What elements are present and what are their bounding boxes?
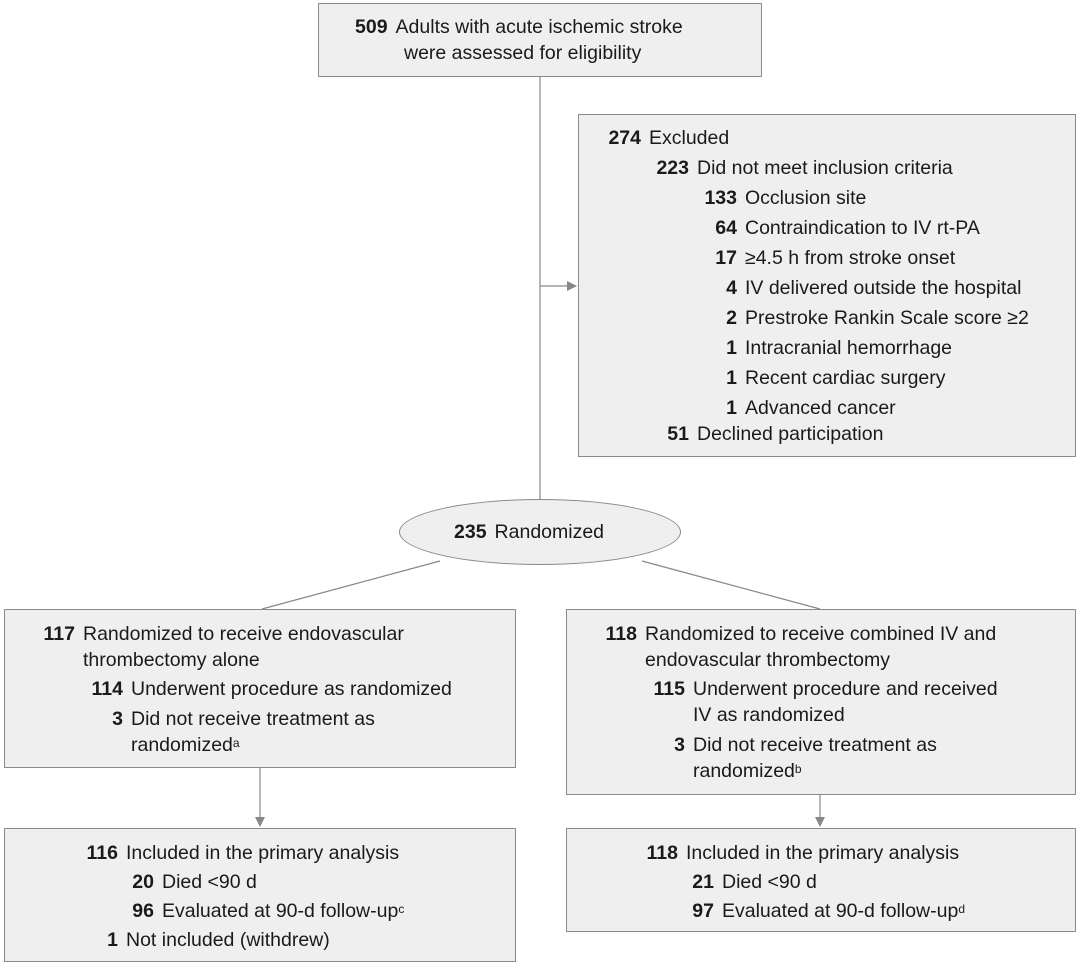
assessed-count: 509 <box>355 16 388 38</box>
right-died-label: Died <90 d <box>722 871 817 893</box>
right-not-treated-count: 3 <box>674 734 685 756</box>
footnote-b: b <box>794 762 802 776</box>
connector-randomized-to-left-arm <box>261 560 441 610</box>
assessed-box: 509 Adults with acute ischemic stroke wer… <box>318 3 762 77</box>
left-not-treated-line1: Did not receive treatment as <box>131 708 375 730</box>
left-arm-count: 117 <box>43 623 75 645</box>
left-not-included-count: 1 <box>107 929 118 951</box>
footnote-d: d <box>958 902 966 916</box>
left-evaluated-label: Evaluated at 90-d follow-up <box>162 900 399 922</box>
declined-count: 51 <box>667 423 689 445</box>
excluded-box: 274 Excluded 223 Did not meet inclusion cr… <box>578 114 1076 457</box>
footnote-c: c <box>398 902 405 916</box>
right-included-count: 118 <box>646 842 678 864</box>
right-underwent-line1: Underwent procedure and received <box>693 678 998 700</box>
right-died-count: 21 <box>692 871 714 893</box>
randomized-oval: 235 Randomized <box>399 499 681 565</box>
right-evaluated-count: 97 <box>692 900 714 922</box>
left-included-count: 116 <box>86 842 118 864</box>
declined-label: Declined participation <box>697 423 884 445</box>
right-arm-count: 118 <box>605 623 637 645</box>
left-died-label: Died <90 d <box>162 871 257 893</box>
right-included-label: Included in the primary analysis <box>686 842 960 864</box>
left-not-included-label: Not included (withdrew) <box>126 929 330 951</box>
left-underwent-label: Underwent procedure as randomized <box>131 678 452 700</box>
excluded-label: Excluded <box>649 127 730 149</box>
left-evaluated-count: 96 <box>132 900 154 922</box>
right-arm-line2: endovascular thrombectomy <box>645 649 890 671</box>
inclusion-count: 223 <box>656 157 689 179</box>
left-underwent-count: 114 <box>91 678 123 700</box>
right-evaluated-label: Evaluated at 90-d follow-up <box>722 900 959 922</box>
randomized-count: 235 <box>454 521 487 543</box>
right-arm-box: 118 Randomized to receive combined IV and… <box>566 609 1076 795</box>
left-included-label: Included in the primary analysis <box>126 842 400 864</box>
randomized-label: Randomized <box>494 521 605 543</box>
assessed-text-line2: were assessed for eligibility <box>404 42 642 64</box>
left-not-treated-line2: randomized <box>131 734 233 756</box>
left-died-count: 20 <box>132 871 154 893</box>
footnote-a: a <box>232 736 240 750</box>
left-analysis-box: 116 Included in the primary analysis 20 Di… <box>4 828 516 962</box>
right-underwent-line2: IV as randomized <box>693 704 845 726</box>
excluded-count: 274 <box>608 127 641 149</box>
left-not-treated-count: 3 <box>112 708 123 730</box>
right-analysis-box: 118 Included in the primary analysis 21 Di… <box>566 828 1076 932</box>
left-arm-box: 117 Randomized to receive endovascular th… <box>4 609 516 768</box>
inclusion-label: Did not meet inclusion criteria <box>697 157 953 179</box>
right-underwent-count: 115 <box>653 678 685 700</box>
right-not-treated-line2: randomized <box>693 760 795 782</box>
assessed-text: Adults with acute ischemic stroke <box>395 16 683 38</box>
left-arm-line1: Randomized to receive endovascular <box>83 623 404 645</box>
left-arm-line2: thrombectomy alone <box>83 649 260 671</box>
connector-randomized-to-right-arm <box>641 560 821 610</box>
excluded-item: 17≥4.5 h from stroke onset <box>715 247 956 269</box>
right-not-treated-line1: Did not receive treatment as <box>693 734 937 756</box>
right-arm-line1: Randomized to receive combined IV and <box>645 623 997 645</box>
